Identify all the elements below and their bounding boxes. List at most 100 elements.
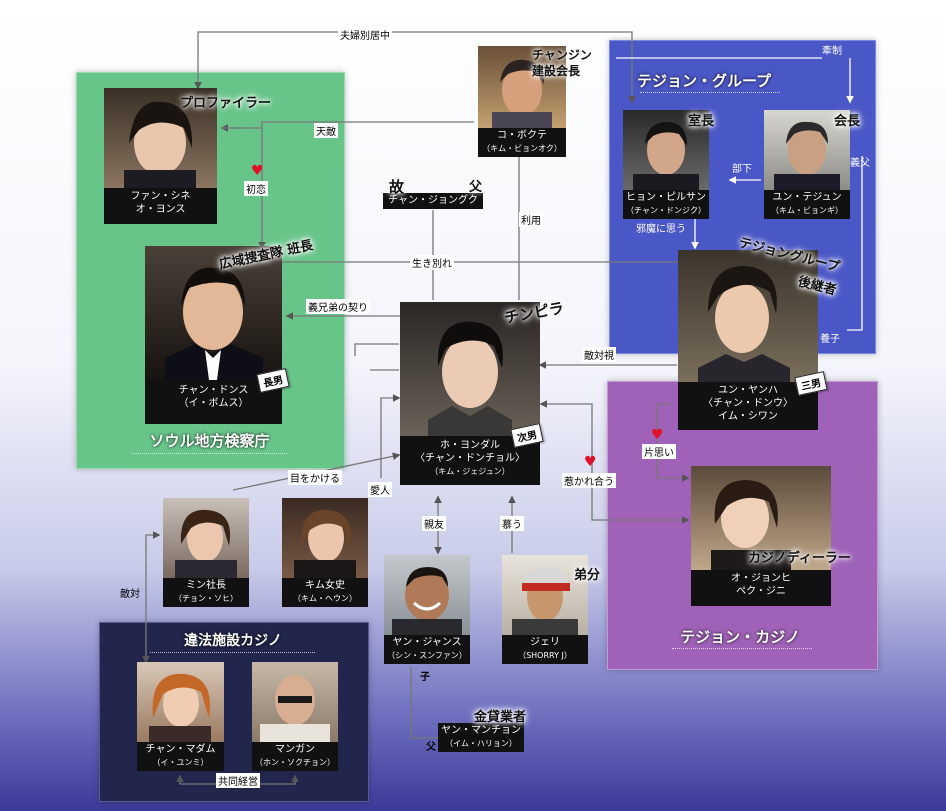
manchon-name: ヤン・マンチョン [441,725,521,736]
bokte-role-line1: チャンジン [532,48,592,62]
first-love-heart-icon: ♥ [251,163,264,179]
manchon-nameplate: ヤン・マンチョン （イム・ハリョン） [438,723,524,752]
taejon-casino-divider [672,648,812,650]
rel-child: 子 [420,672,430,683]
jans-photo [384,555,470,635]
rel-best-friend: 親友 [422,516,446,531]
rel-favor: 目をかける [288,470,342,485]
rel-father: 父 [426,742,436,753]
illegal-casino-title: 違法施設カジノ [184,633,282,649]
taejin-nameplate: ユン・テジュン （キム・ビョンギ） [764,190,850,219]
min-name: ミン社長 [186,580,226,591]
taejin-name: ユン・テジュン [772,192,842,203]
attracted-heart-icon: ♥ [584,454,597,470]
bokte-actor: （キム・ビョンオク） [482,144,562,153]
jeri-actor: （SHORRY J） [518,651,572,660]
yangha-photo [678,250,818,382]
yangha-name2: 〈チャン・ドンウ〉 [703,398,793,409]
jonggu-role-left: 故 [389,178,405,196]
dongsu-actor: （イ・ボムス） [178,398,249,409]
jeri-photo [502,555,588,635]
taejin-actor: （キム・ビョンギ） [771,206,843,215]
pilsan-actor: （チャン・ドンジク） [626,206,706,215]
dongsu-name: チャン・ドンス [178,385,249,396]
dongsu-nameplate: チャン・ドンス （イ・ボムス） [145,380,282,424]
pilsan-nameplate: ヒョン・ピルサン （チャン・ドンジク） [623,190,709,219]
bokte-photo [478,46,566,128]
sine-nameplate: ファン・シネ オ・ヨンス [104,188,217,224]
seoul-group-title: ソウル地方検察庁 [149,432,270,450]
taejon-group-title: テジョン・グループ [636,72,772,90]
bokte-nameplate: コ・ボクテ （キム・ビョンオク） [478,128,566,157]
jonghee-actor: ペク・ジニ [736,586,786,597]
manchon-role: 金貸業者 [474,710,527,725]
jonggu-name: チャン・ジョングク [388,195,478,206]
jonggu-role-right: 父 [469,180,483,195]
rel-separated: 夫婦別居中 [338,27,392,42]
rel-obstacle: 邪魔に思う [636,224,686,235]
jonggu-nameplate: チャン・ジョングク [383,193,483,209]
rel-enemy: 敵対 [120,589,140,600]
kim-nameplate: キム女史 （キム・ヘウン） [282,578,368,607]
manchon-actor: （イム・ハリョン） [445,739,517,748]
jans-nameplate: ヤン・ジャンス （シン・スンファン） [384,635,470,664]
jonghee-role: カジノディーラー [748,551,851,566]
rel-subordinate: 部下 [732,164,752,175]
taejon-group-divider [640,92,780,94]
illegal-casino-divider [150,652,315,654]
sine-actor: オ・ヨンス [135,204,186,215]
rel-adopted: 養子 [820,334,840,345]
rel-lover: 愛人 [368,482,392,497]
min-photo [163,498,249,578]
jans-actor: （シン・スンファン） [387,651,467,660]
dongsu-photo [145,246,282,380]
jonghee-nameplate: オ・ジョンヒ ペク・ジニ [691,570,831,606]
rel-crush: 片思い [642,444,676,459]
yongdal-name: ホ・ヨンダル [440,440,500,451]
rel-separated-birth: 生き別れ [410,255,454,270]
sine-role: プロファイラー [180,96,272,111]
pilsan-name: ヒョン・ピルサン [626,192,706,203]
jonghee-photo [691,466,831,570]
madam-nameplate: チャン・マダム （イ・ユンミ） [137,742,224,771]
bokte-role-line2: 建設会長 [532,64,581,78]
pilsan-photo [623,110,709,190]
rel-restraint: 牽制 [822,46,842,57]
kim-name: キム女史 [305,580,345,591]
seoul-divider [132,453,287,455]
mangan-nameplate: マンガン （ホン・ソクチョン） [252,742,338,771]
rel-first-love: 初恋 [244,181,268,196]
taejin-photo [764,110,850,190]
madam-actor: （イ・ユンミ） [152,758,209,767]
sine-photo [104,88,217,188]
jans-name: ヤン・ジャンス [392,637,462,648]
sine-name: ファン・シネ [130,191,191,202]
jonghee-name: オ・ジョンヒ [731,573,791,584]
madam-name: チャン・マダム [145,744,216,755]
yangha-nameplate: ユン・ヤンハ 〈チャン・ドンウ〉 イム・シワン [678,382,818,430]
taejon-casino-title: テジョン・カジノ [680,628,800,646]
crush-heart-icon: ♥ [651,427,664,443]
yongdal-name2: 〈チャン・ドンチョル〉 [415,453,525,464]
rel-admire: 慕う [500,516,524,531]
rel-attracted: 惹かれ合う [562,473,616,488]
yangha-name: ユン・ヤンハ [718,385,778,396]
jeri-nameplate: ジェリ （SHORRY J） [502,635,588,664]
mangan-name: マンガン [275,744,315,755]
yongdal-actor: （キム・ジェジュン） [430,467,510,476]
rel-sworn-brothers: 義兄弟の契り [306,299,370,314]
rel-father-in-law: 義父 [850,158,870,169]
jeri-role: 弟分 [574,568,601,583]
mangan-photo [252,662,338,742]
madam-photo [137,662,224,742]
min-actor: （チョン・ソヒ） [174,594,238,603]
mangan-actor: （ホン・ソクチョン） [255,758,335,767]
jeri-name: ジェリ [530,637,560,648]
pilsan-role: 室長 [688,114,715,129]
taejin-role: 会長 [834,114,861,129]
min-nameplate: ミン社長 （チョン・ソヒ） [163,578,249,607]
rel-hostility: 敵対視 [582,347,616,362]
bokte-name: コ・ボクテ [497,130,547,141]
yangha-actor: イム・シワン [718,411,778,422]
kim-photo [282,498,368,578]
